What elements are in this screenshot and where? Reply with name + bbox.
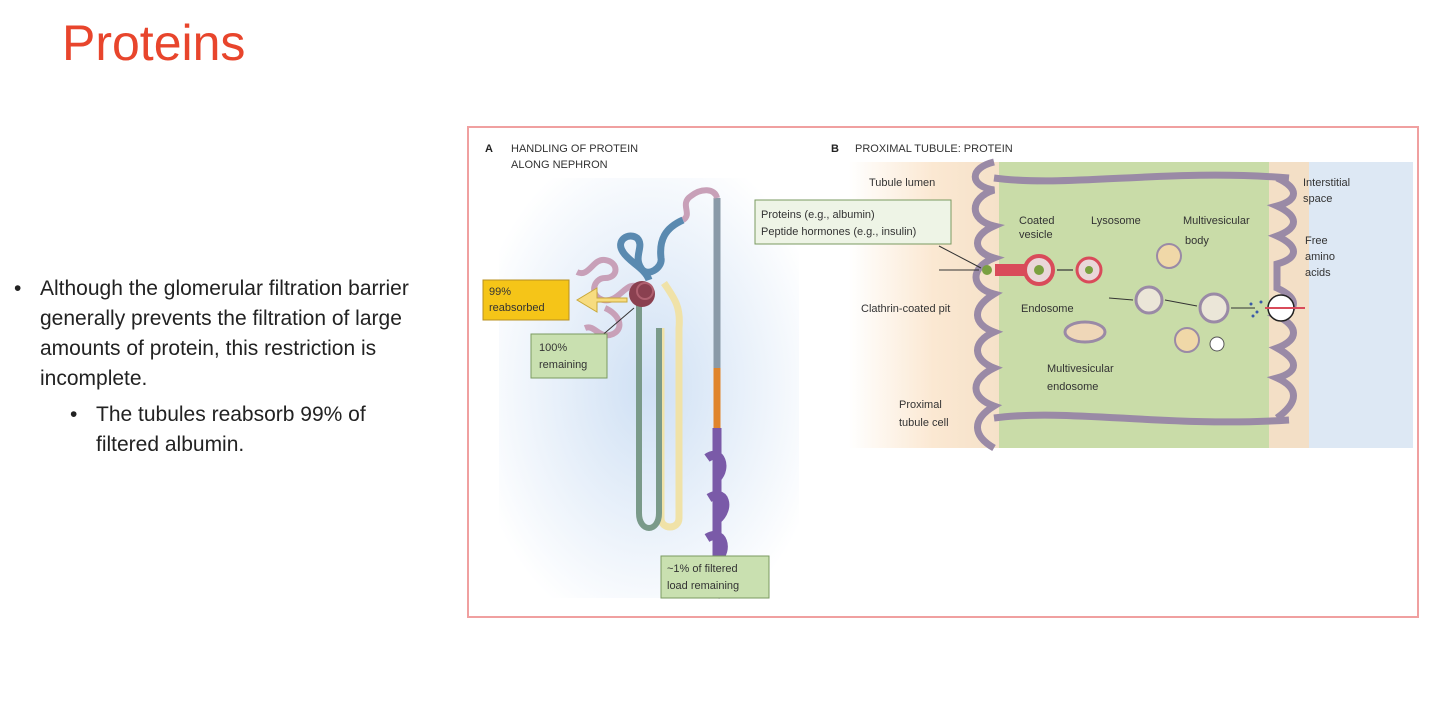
mvb-label-line2: body [1185, 235, 1209, 247]
panel-b-title: PROXIMAL TUBULE: PROTEIN [855, 143, 1013, 155]
final-remaining-line2: load remaining [667, 580, 739, 592]
clathrin-pit-label: Clathrin-coated pit [861, 303, 950, 315]
glomerulus [629, 281, 655, 307]
panel-a-letter: A [485, 143, 493, 155]
endosome-label: Endosome [1021, 303, 1074, 315]
bullet-text: Although the glomerular filtration barri… [40, 277, 409, 390]
reabsorbed-box [482, 279, 570, 321]
proteins-line1: Proteins (e.g., albumin) [761, 209, 875, 221]
reabsorption-arrow [576, 287, 628, 313]
reabsorbed-line1: 99% [489, 286, 511, 298]
coated-vesicle-line1: Coated [1019, 215, 1054, 227]
remaining-box [530, 333, 608, 379]
endocytosis-pathway [939, 243, 1305, 353]
figure-svg: A HANDLING OF PROTEIN ALONG NEPHRON 99% … [482, 143, 1413, 599]
protein-handling-figure: A HANDLING OF PROTEIN ALONG NEPHRON 99% … [467, 126, 1419, 618]
bullet-item: • Although the glomerular filtration bar… [12, 274, 432, 394]
panel-a-title-line1: HANDLING OF PROTEIN [511, 143, 638, 155]
coated-vesicle-line2: vesicle [1019, 229, 1053, 241]
prox-cell-line1: Proximal [899, 399, 942, 411]
final-remaining-box [660, 555, 770, 599]
panel-b-letter: B [831, 143, 839, 155]
free-aa-line3: acids [1305, 267, 1331, 279]
interstitial-label-line2: space [1303, 193, 1332, 205]
mvb-label-line1: Multivesicular [1183, 215, 1250, 227]
free-aa-line2: amino [1305, 251, 1335, 263]
slide-title: Proteins [62, 15, 246, 71]
panel-a-background [499, 178, 799, 598]
lysosome-label: Lysosome [1091, 215, 1141, 227]
nephron-diagram [575, 187, 731, 599]
bullet-dot: • [14, 277, 22, 300]
interstitial-background [1309, 162, 1413, 448]
final-remaining-line1: ~1% of filtered [667, 563, 738, 575]
panel-a-title-line2: ALONG NEPHRON [511, 159, 608, 171]
mv-endosome-line2: endosome [1047, 381, 1098, 393]
sub-bullet-item: • The tubules reabsorb 99% of filtered a… [12, 400, 432, 460]
mv-endosome-line1: Multivesicular [1047, 363, 1114, 375]
remaining-line2: remaining [539, 359, 587, 371]
reabsorbed-line2: reabsorbed [489, 302, 545, 314]
bullet-list: • Although the glomerular filtration bar… [12, 274, 432, 460]
free-aa-line1: Free [1305, 235, 1328, 247]
interstitial-label-line1: Interstitial [1303, 177, 1350, 189]
remaining-line1: 100% [539, 342, 567, 354]
sub-bullet-dot: • [70, 403, 78, 426]
sub-bullet-text: The tubules reabsorb 99% of filtered alb… [96, 403, 366, 456]
proteins-line2: Peptide hormones (e.g., insulin) [761, 226, 916, 238]
prox-cell-line2: tubule cell [899, 417, 949, 429]
tubule-lumen-label: Tubule lumen [869, 177, 935, 189]
proteins-box [754, 199, 952, 245]
